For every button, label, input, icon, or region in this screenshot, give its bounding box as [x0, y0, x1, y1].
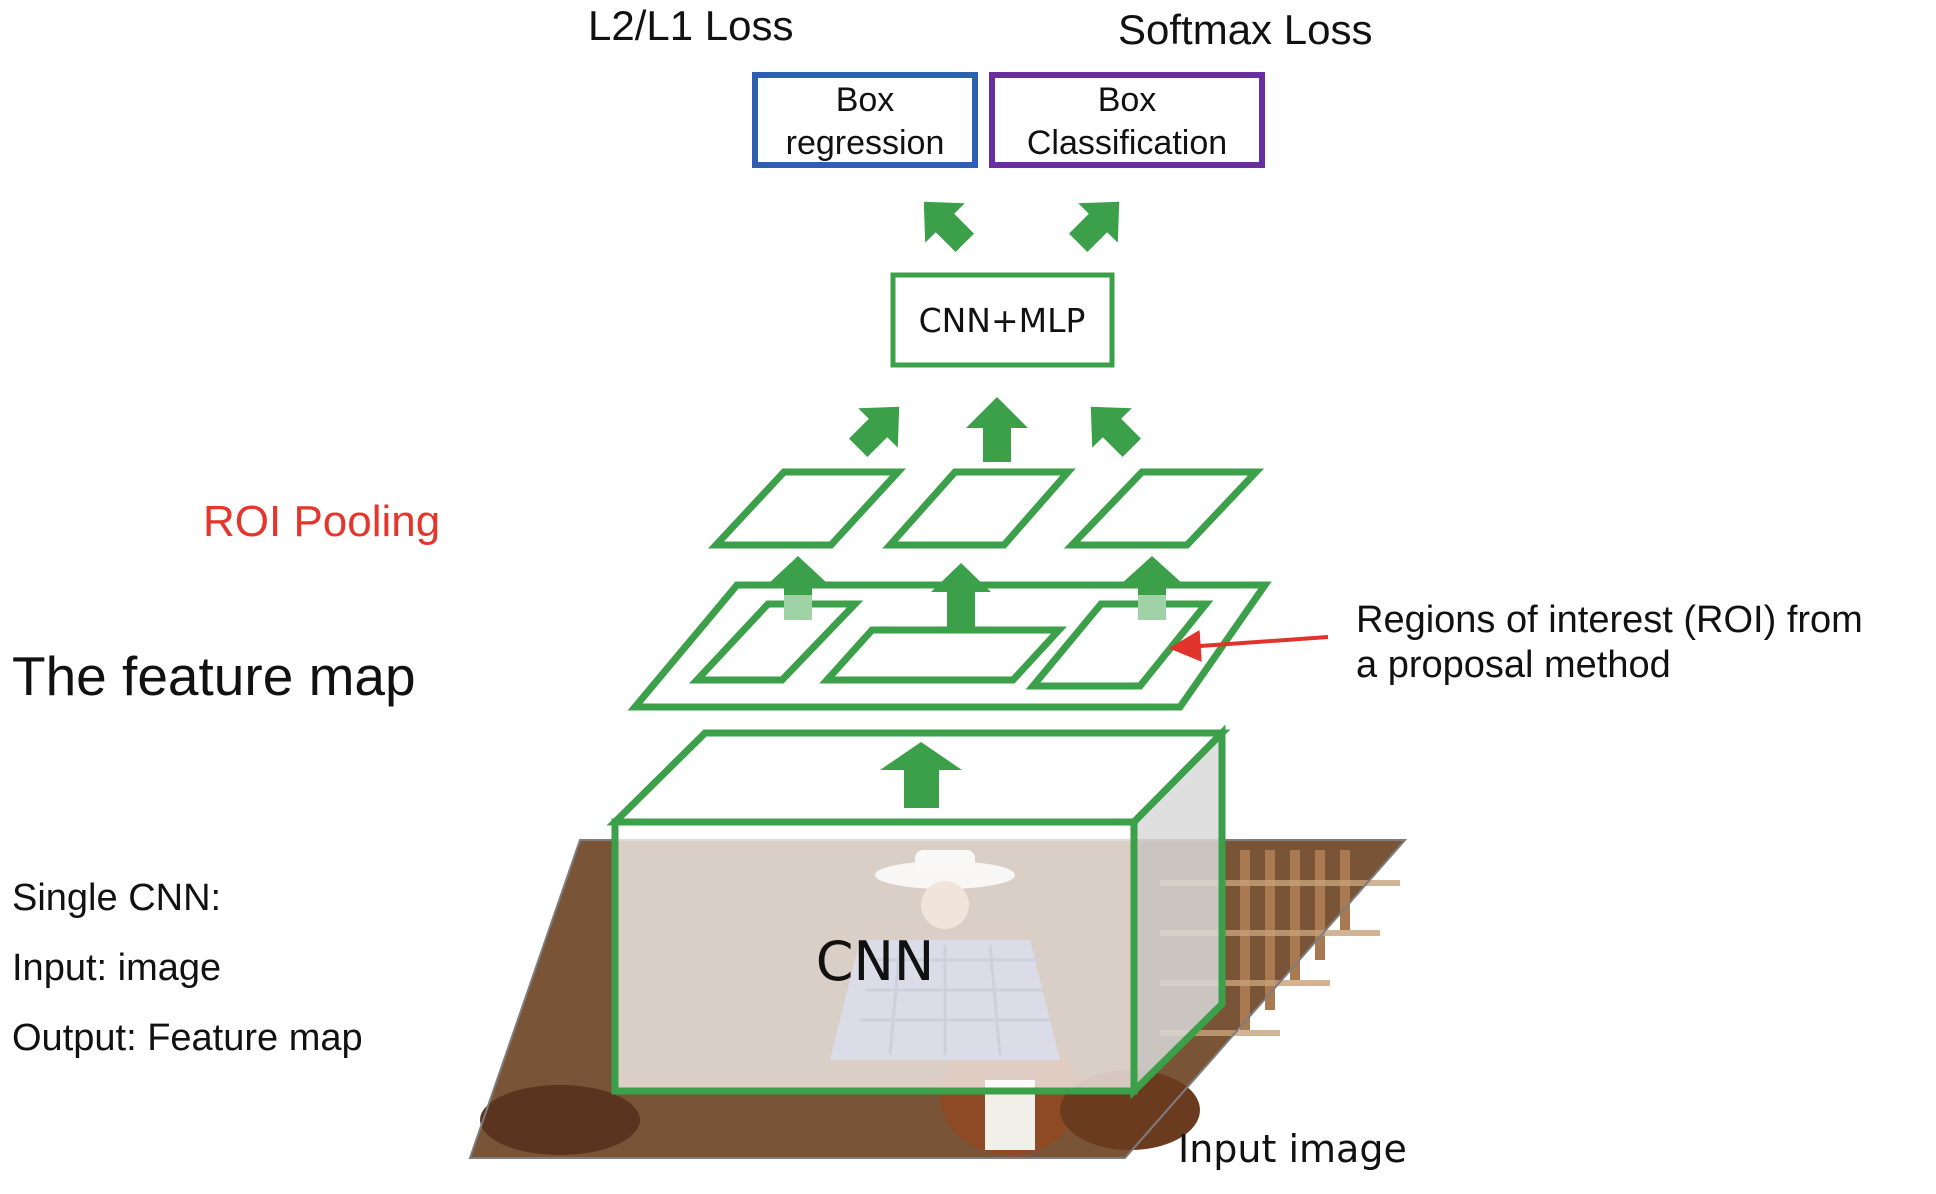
input-label: Input: image — [12, 947, 221, 989]
pooled-map-middle — [882, 468, 1076, 549]
up-arrow-icon — [880, 742, 962, 808]
loss-label-left: L2/L1 Loss — [588, 2, 794, 49]
roi-region-left — [688, 600, 864, 684]
up-arrow-icon — [849, 406, 900, 457]
up-arrow-icon — [1121, 556, 1183, 620]
roi-pooled-maps — [707, 468, 1265, 549]
box-regression: Box regression — [752, 72, 978, 168]
up-arrow-icon — [966, 397, 1028, 462]
up-arrow-icon — [1069, 201, 1120, 252]
box-regression-line2: regression — [786, 124, 945, 162]
loss-label-right: Softmax Loss — [1118, 6, 1372, 53]
output-label: Output: Feature map — [12, 1017, 363, 1059]
roi-pooling-label: ROI Pooling — [203, 497, 440, 546]
pooled-map-right — [1063, 468, 1265, 549]
box-classification-line1: Box — [1098, 81, 1157, 119]
feature-map-label: The feature map — [12, 645, 416, 707]
roi-region-right — [1025, 600, 1214, 690]
input-image-label: Input image — [1178, 1127, 1407, 1171]
single-cnn-label: Single CNN: — [12, 877, 221, 919]
up-arrow-icon — [923, 201, 974, 252]
roi-annotation-line2: a proposal method — [1356, 644, 1671, 686]
box-classification-line2: Classification — [1027, 124, 1227, 162]
box-classification: Box Classification — [989, 72, 1265, 168]
roi-pointer-arrow — [1168, 630, 1329, 662]
roi-region-middle — [819, 626, 1067, 684]
cnn-label: CNN — [816, 930, 935, 993]
up-arrow-icon — [931, 563, 991, 628]
roi-regions — [688, 600, 1214, 690]
cnn-mlp-label: CNN+MLP — [919, 301, 1086, 340]
box-regression-line1: Box — [836, 81, 895, 119]
pooled-map-left — [707, 468, 906, 549]
cnn-mlp-box: CNN+MLP — [890, 272, 1115, 368]
up-arrow-icon — [768, 556, 828, 620]
up-arrow-icon — [1090, 406, 1141, 457]
roi-annotation-line1: Regions of interest (ROI) from — [1356, 599, 1863, 641]
